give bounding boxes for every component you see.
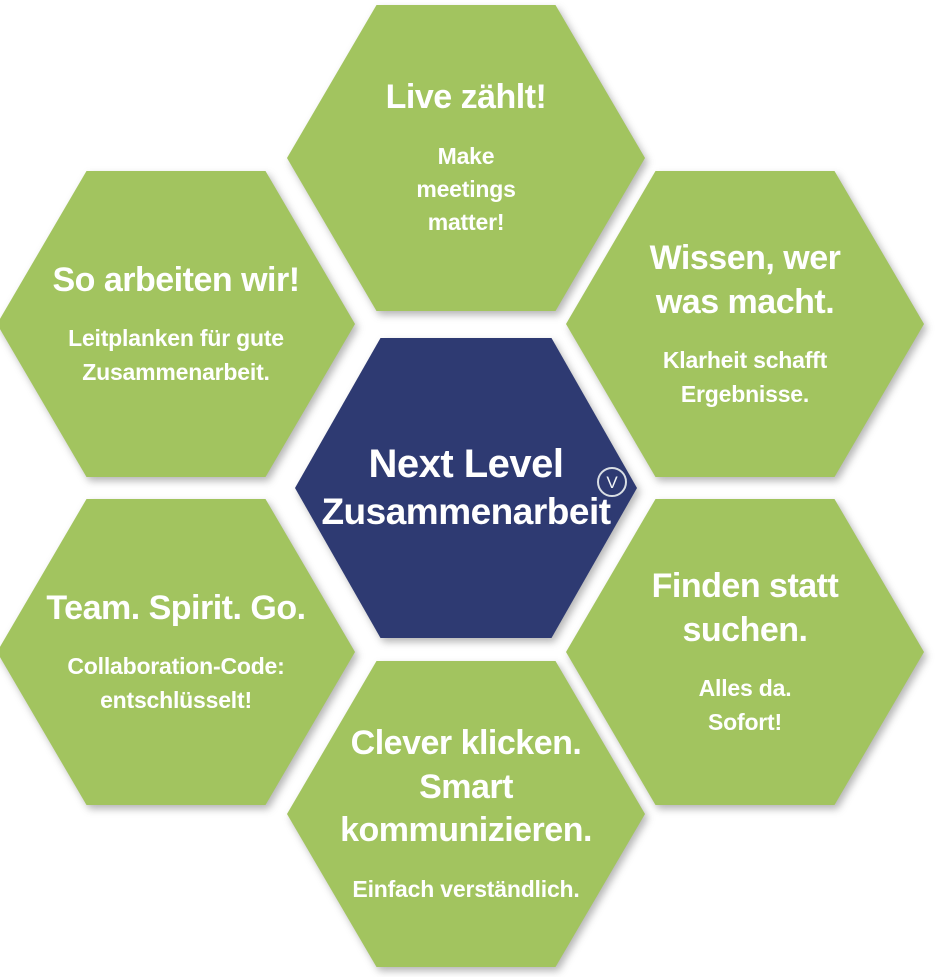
cell-title: Team. Spirit. Go. — [46, 588, 306, 627]
hexagon-shape: Next Level Zusammenarbeit — [295, 338, 637, 638]
cell-body: Make meetings matter! — [416, 142, 516, 236]
v-badge-letter: V — [606, 472, 618, 492]
hexagon-live-zaehlt: Live zählt! Make meetings matter! — [287, 5, 645, 311]
hexagon-shape: Clever klicken. Smart kommunizieren. Ein… — [287, 661, 645, 967]
cell-title: Wissen, wer was macht. — [649, 239, 841, 321]
center-title-line1: Next Level — [368, 441, 564, 486]
hexagon-team-spirit-go: Team. Spirit. Go. Collaboration-Code: en… — [0, 499, 355, 805]
hexagon-clever-klicken: Clever klicken. Smart kommunizieren. Ein… — [287, 661, 645, 967]
cell-body: Klarheit schafft Ergebnisse. — [662, 347, 828, 407]
hexagon-so-arbeiten-wir: So arbeiten wir! Leitplanken für gute Zu… — [0, 171, 355, 477]
cell-body: Leitplanken für gute Zusammenarbeit. — [68, 325, 284, 385]
hexagon-shape: Finden statt suchen. Alles da. Sofort! — [566, 499, 924, 805]
hexagon-center-next-level: Next Level Zusammenarbeit V — [295, 338, 637, 638]
cell-title: Finden statt suchen. — [651, 567, 839, 649]
cell-body: Alles da. Sofort! — [698, 675, 792, 735]
hexagon-shape: Wissen, wer was macht. Klarheit schafft … — [566, 171, 924, 477]
cell-title: Live zählt! — [385, 78, 547, 117]
center-title-line2: Zusammenarbeit — [321, 490, 611, 532]
cell-body: Einfach verständlich. — [352, 875, 580, 902]
cell-title: Clever klicken. Smart kommunizieren. — [340, 724, 592, 850]
hexagon-wissen-wer-was-macht: Wissen, wer was macht. Klarheit schafft … — [566, 171, 924, 477]
v-trademark-badge: V — [597, 467, 627, 497]
cell-body: Collaboration-Code: entschlüsselt! — [67, 653, 285, 713]
cell-title: So arbeiten wir! — [52, 260, 300, 299]
hexagon-finden-statt-suchen: Finden statt suchen. Alles da. Sofort! — [566, 499, 924, 805]
